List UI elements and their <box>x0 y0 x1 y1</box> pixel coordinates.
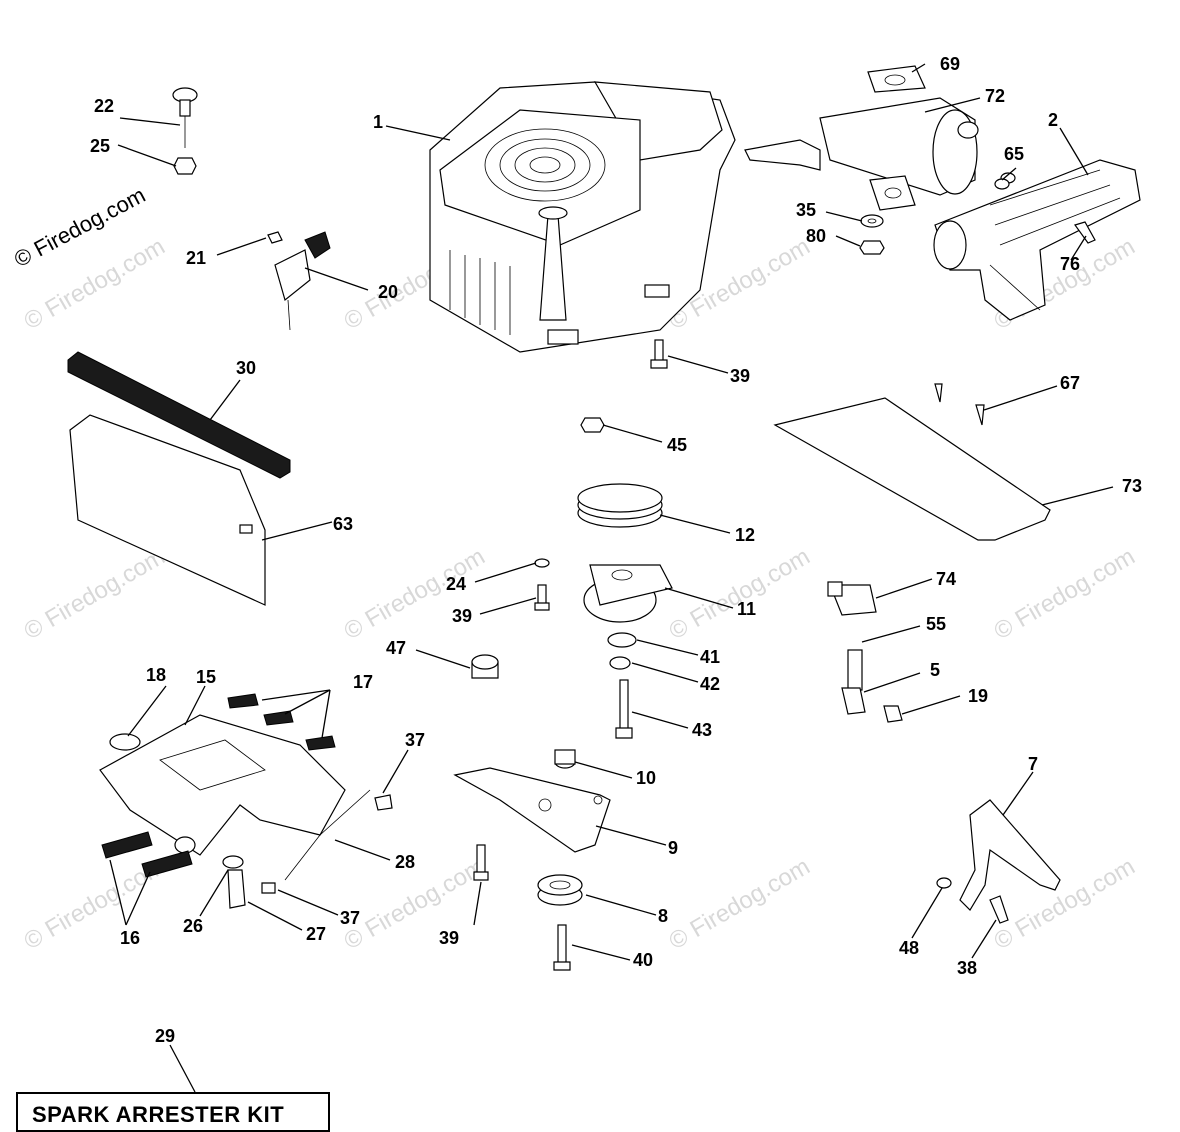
spark-arrester-kit-label: SPARK ARRESTER KIT <box>32 1102 285 1127</box>
callout-30: 30 <box>236 358 256 378</box>
callout-48: 48 <box>899 938 919 958</box>
callout-28: 28 <box>395 852 415 872</box>
watermark-text: © Firedog.com <box>340 543 490 645</box>
engine-part <box>429 81 736 353</box>
callout-7: 7 <box>1028 754 1038 774</box>
callout-2: 2 <box>1048 110 1058 130</box>
callout-29: 29 <box>155 1026 175 1046</box>
callout-40: 40 <box>633 950 653 970</box>
callout-69: 69 <box>940 54 960 74</box>
callout-47: 47 <box>386 638 406 658</box>
callout-1: 1 <box>373 112 383 132</box>
callout-39-middle: 39 <box>452 606 472 626</box>
callout-67: 67 <box>1060 373 1080 393</box>
callout-38: 38 <box>957 958 977 978</box>
callout-80: 80 <box>806 226 826 246</box>
callout-63: 63 <box>333 514 353 534</box>
callout-35: 35 <box>796 200 816 220</box>
callout-65: 65 <box>1004 144 1024 164</box>
callout-27: 27 <box>306 924 326 944</box>
callout-10: 10 <box>636 768 656 788</box>
callout-74: 74 <box>936 569 956 589</box>
callout-25: 25 <box>90 136 110 156</box>
watermark-text: © Firedog.com <box>20 543 170 645</box>
center-upper-hardware <box>580 339 668 433</box>
callout-41: 41 <box>700 647 720 667</box>
callout-8: 8 <box>658 906 668 926</box>
callout-11: 11 <box>737 599 756 619</box>
callout-21: 21 <box>186 248 206 268</box>
callout-39-upper: 39 <box>730 366 750 386</box>
callout-72: 72 <box>985 86 1005 106</box>
watermark-text: © Firedog.com <box>990 543 1140 645</box>
callout-45: 45 <box>667 435 687 455</box>
callout-76: 76 <box>1060 254 1080 274</box>
fitting-group <box>827 581 903 723</box>
callout-39-lower: 39 <box>439 928 459 948</box>
callout-26: 26 <box>183 916 203 936</box>
callout-labels: 1 2 5 7 8 9 10 11 12 15 16 17 18 19 20 2… <box>90 54 1142 1046</box>
callout-18: 18 <box>146 665 166 685</box>
spark-arrester-kit-box: SPARK ARRESTER KIT <box>16 1092 330 1132</box>
hardware-group-top-right <box>859 178 1096 255</box>
leader-lines <box>109 63 1114 1093</box>
shield-panel-group <box>67 351 291 606</box>
callout-15: 15 <box>196 667 216 687</box>
watermark-text: © Firedog.com <box>990 853 1140 955</box>
callout-5: 5 <box>930 660 940 680</box>
pulley-clutch-group <box>577 483 673 739</box>
muffler-part <box>744 65 979 211</box>
watermark-text: © Firedog.com <box>665 853 815 955</box>
callout-22: 22 <box>94 96 114 116</box>
spark-arrester-part <box>933 159 1141 321</box>
callout-43: 43 <box>692 720 712 740</box>
callout-37-upper: 37 <box>405 730 425 750</box>
callout-42: 42 <box>700 674 720 694</box>
center-left-hardware <box>471 558 550 679</box>
fuel-tank-group <box>99 693 393 909</box>
throttle-hardware <box>172 87 331 331</box>
callout-55: 55 <box>926 614 946 634</box>
callout-17: 17 <box>353 672 373 692</box>
callout-24: 24 <box>446 574 466 594</box>
callout-19: 19 <box>968 686 988 706</box>
bracket-group <box>936 799 1061 924</box>
lower-center-group <box>453 749 611 971</box>
callout-16: 16 <box>120 928 140 948</box>
callout-9: 9 <box>668 838 678 858</box>
callout-37-lower: 37 <box>340 908 360 928</box>
shield-plate-group <box>773 383 1051 541</box>
callout-73: 73 <box>1122 476 1142 496</box>
callout-12: 12 <box>735 525 755 545</box>
callout-20: 20 <box>378 282 398 302</box>
